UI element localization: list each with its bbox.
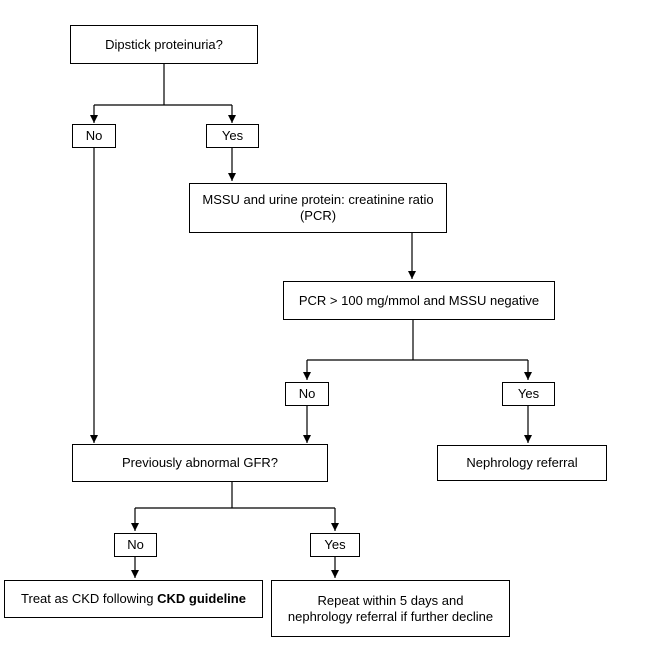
node-treat-label: Treat as CKD following CKD guideline xyxy=(21,591,246,607)
node-branch3-yes: Yes xyxy=(310,533,360,557)
node-branch2-yes-label: Yes xyxy=(517,386,540,401)
node-treat-label-bold: CKD guideline xyxy=(157,591,246,606)
node-branch2-yes: Yes xyxy=(502,382,555,406)
node-pcr-label: PCR > 100 mg/mmol and MSSU negative xyxy=(298,292,540,308)
node-branch1-yes-label: Yes xyxy=(221,128,244,143)
node-dipstick-label: Dipstick proteinuria? xyxy=(105,36,223,52)
node-mssu-pcr-test: MSSU and urine protein: creatinine ratio… xyxy=(189,183,447,233)
node-previously-abnormal-gfr: Previously abnormal GFR? xyxy=(72,444,328,482)
node-branch1-yes: Yes xyxy=(206,124,259,148)
node-repeat-line2: nephrology referral if further decline xyxy=(287,608,494,624)
node-nephrology-referral: Nephrology referral xyxy=(437,445,607,481)
node-branch1-no-label: No xyxy=(85,128,103,143)
node-mssu-line1: MSSU and urine protein: creatinine ratio xyxy=(202,192,434,207)
node-treat-as-ckd: Treat as CKD following CKD guideline xyxy=(4,580,263,618)
node-branch3-no-label: No xyxy=(127,537,144,552)
node-repeat-line1: Repeat within 5 days and xyxy=(317,592,464,608)
node-treat-label-prefix: Treat as CKD following xyxy=(21,591,154,606)
node-dipstick-proteinuria: Dipstick proteinuria? xyxy=(70,25,258,64)
node-branch2-no-label: No xyxy=(298,386,316,401)
node-gfr-label: Previously abnormal GFR? xyxy=(121,455,279,470)
node-repeat-within-5-days: Repeat within 5 days and nephrology refe… xyxy=(271,580,510,637)
node-mssu-line2: (PCR) xyxy=(299,208,337,223)
node-branch2-no: No xyxy=(285,382,329,406)
node-branch3-yes-label: Yes xyxy=(324,537,346,552)
node-referral-label: Nephrology referral xyxy=(466,455,578,470)
node-branch3-no: No xyxy=(114,533,157,557)
node-pcr-threshold: PCR > 100 mg/mmol and MSSU negative xyxy=(283,281,555,320)
node-branch1-no: No xyxy=(72,124,116,148)
